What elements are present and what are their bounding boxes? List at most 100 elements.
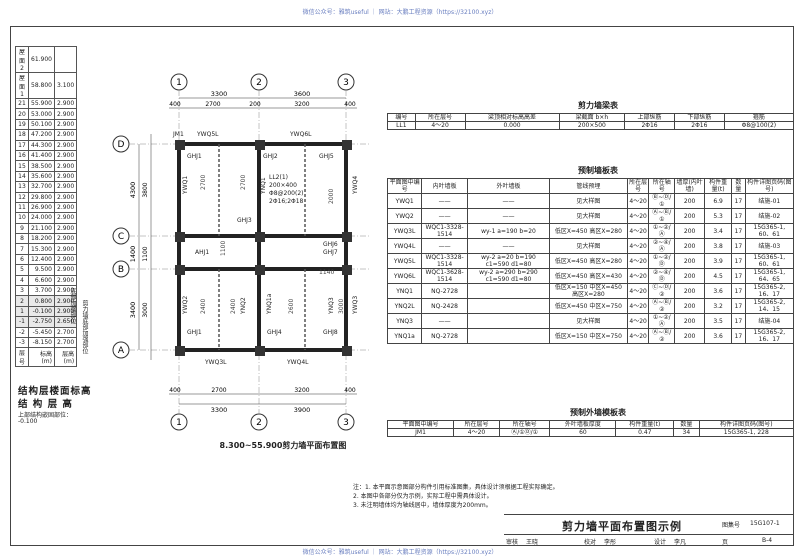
level-floor: 屋面2 — [15, 46, 29, 73]
level-elev: 18.200 — [28, 233, 55, 245]
table-cell: 低区X=450 中区X=750 — [548, 298, 628, 314]
table-cell: 15G365-2, 14、15 — [744, 298, 795, 314]
notes: 注：1. 本平面示意图部分构件引用标准图集，具体设计须根据工程实际确定。 2. … — [353, 484, 559, 510]
svg-text:GHJ2: GHJ2 — [263, 153, 278, 160]
table1-header: 上部纵筋 — [624, 113, 675, 122]
svg-text:2400: 2400 — [230, 299, 237, 314]
level-elev: 0.800 — [28, 295, 55, 307]
table-cell: 4～20 — [453, 428, 500, 437]
table3-header: 外叶墙板厚度 — [549, 420, 617, 429]
table2-header: 所在轴号 — [648, 178, 676, 194]
table-cell: 见大样图 — [548, 208, 628, 224]
table-cell: ①~②/Ⓓ — [648, 253, 676, 269]
level-elev: 44.300 — [28, 139, 55, 151]
formwork-table-title: 预制外墙模板表 — [570, 408, 626, 417]
table-cell: 200 — [674, 193, 706, 209]
table-cell: 17 — [731, 208, 746, 224]
level-height: 2.900 — [53, 253, 78, 266]
svg-text:YWQ1: YWQ1 — [182, 176, 189, 195]
panel-table-title: 预制墙板表 — [578, 166, 618, 175]
svg-text:3000: 3000 — [338, 299, 345, 314]
svg-text:2700: 2700 — [240, 175, 247, 190]
embed-note-1: 上部结构嵌固部位： — [18, 412, 73, 419]
level-elev: -5.450 — [28, 326, 55, 339]
table-cell: LL1 — [387, 121, 416, 130]
atlas-number: 15G107-1 — [750, 520, 780, 527]
level-elev: 32.700 — [28, 181, 55, 193]
svg-text:Φ8@200(2): Φ8@200(2) — [269, 190, 304, 197]
axis-bubble-row-C: C — [112, 227, 130, 245]
table3-header: 构件重量(t) — [615, 420, 675, 429]
axis-bubble-row-B: B — [112, 260, 130, 278]
svg-text:YWQ4: YWQ4 — [352, 176, 359, 195]
svg-text:GHJ1: GHJ1 — [187, 153, 202, 160]
table-cell: —— — [421, 313, 468, 329]
level-height: 2.900 — [53, 108, 78, 120]
table-cell: 3.4 — [704, 223, 733, 239]
table-cell: 见大样图 — [548, 193, 628, 209]
level-caption-2: 结 构 层 高 — [18, 399, 73, 410]
table-cell: 4～20 — [626, 298, 650, 314]
svg-text:1400: 1400 — [129, 246, 137, 263]
level-height: 2.700 — [53, 326, 78, 339]
table-cell: 17 — [731, 283, 746, 299]
level-floor: -1 — [15, 316, 29, 328]
table-cell: —— — [421, 208, 468, 224]
level-floor: 12 — [15, 191, 29, 203]
level-floor: 17 — [15, 139, 29, 151]
level-floor: 16 — [15, 149, 29, 162]
table3-header: 数量 — [673, 420, 700, 429]
axis-bubble-col-3: 3 — [337, 73, 355, 91]
svg-text:1100: 1100 — [220, 241, 227, 256]
table-cell: 低区X=150 中区X=450 高区X=280 — [548, 283, 628, 299]
level-height: 2.900 — [53, 118, 78, 131]
table-cell: 17 — [731, 268, 746, 284]
level-height: 2.900 — [53, 264, 78, 276]
axis-bubble-col-1-bottom: 1 — [170, 413, 188, 431]
table-cell: 3.5 — [704, 313, 733, 329]
table-cell: 0.47 — [615, 428, 675, 437]
svg-text:GHJ8: GHJ8 — [323, 329, 338, 336]
embed-note-2: -0.100 — [18, 418, 38, 425]
svg-text:400: 400 — [344, 101, 356, 108]
axis-bubble-col-1: 1 — [170, 73, 188, 91]
axis-col-2: 2 — [256, 78, 262, 88]
table-cell: JM1 — [386, 428, 455, 437]
svg-text:3400: 3400 — [129, 302, 137, 319]
table-cell: —— — [466, 238, 550, 254]
table-cell: 4～20 — [626, 268, 650, 284]
level-elev: 29.800 — [28, 191, 55, 203]
level-elev: 47.200 — [28, 129, 55, 141]
table-cell: 17 — [731, 253, 746, 269]
table-cell: 低区X=450 高区X=430 — [548, 268, 628, 284]
level-height: 2.900 — [53, 170, 78, 183]
table-cell: 60 — [549, 428, 617, 437]
svg-text:C: C — [118, 232, 124, 242]
table-cell: 34 — [673, 428, 700, 437]
svg-text:3: 3 — [343, 418, 349, 428]
table-cell: —— — [421, 193, 468, 209]
table-cell: 4～20 — [626, 238, 650, 254]
review-name: 王晓 — [526, 539, 539, 546]
check-label: 校对 — [584, 539, 597, 546]
svg-text:GHJ1: GHJ1 — [187, 329, 202, 336]
table-cell: Ⓐ~Ⓑ/② — [648, 298, 676, 314]
table-cell: NQ-2428 — [421, 298, 468, 314]
note-2: 2. 本图中各部分仅为示例，实际工程中需具体设计。 — [353, 492, 493, 500]
table-cell: 200 — [674, 268, 706, 284]
table-cell: Ⓐ~Ⓑ/② — [648, 328, 676, 344]
level-height: 2.900 — [53, 149, 78, 162]
table2-header: 墙厚(内叶墙) — [674, 178, 706, 194]
table-cell: 低区X=450 高区X=280 — [548, 253, 628, 269]
table-cell: 200 — [674, 238, 706, 254]
